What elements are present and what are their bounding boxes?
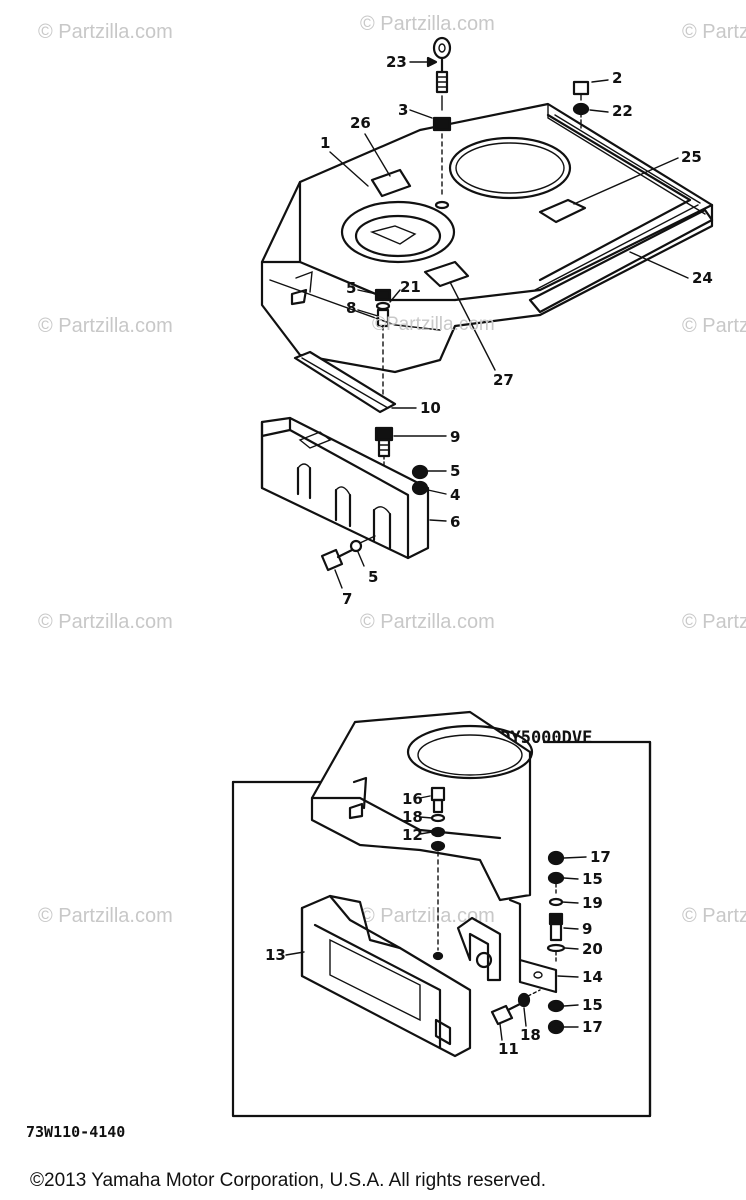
callout-4: 4 (450, 486, 460, 504)
bolt-7 (320, 535, 376, 572)
callout-5b: 5 (450, 462, 460, 480)
fasteners-4-5 (411, 464, 429, 496)
callout-3: 3 (398, 101, 408, 119)
callout-15b: 15 (582, 996, 603, 1014)
callout-27: 27 (493, 371, 514, 389)
callout-17b: 17 (582, 1018, 603, 1036)
dipstick-assembly (432, 36, 452, 199)
callout-6: 6 (450, 513, 460, 531)
callout-8: 8 (346, 299, 356, 317)
callout-15a: 15 (582, 870, 603, 888)
watermark: © Partzilla.com (682, 21, 746, 43)
watermark: © Partzilla.com (682, 611, 746, 633)
cover-fasteners (374, 288, 392, 411)
callout-2: 2 (612, 69, 622, 87)
callout-13: 13 (265, 946, 286, 964)
watermark: © Partzilla.com (360, 13, 495, 35)
callout-18a: 18 (402, 808, 423, 826)
copyright-notice: ©2013 Yamaha Motor Corporation, U.S.A. A… (30, 1170, 546, 1191)
callout-25: 25 (681, 148, 702, 166)
callout-26: 26 (350, 114, 371, 132)
bolt-22-assembly (572, 80, 590, 129)
watermark: © Partzilla.com (682, 905, 746, 927)
watermark: © Partzilla.com (682, 315, 746, 337)
callout-9: 9 (450, 428, 460, 446)
callout-19: 19 (582, 894, 603, 912)
watermark: © Partzilla.com (38, 315, 173, 337)
callout-20: 20 (582, 940, 603, 958)
watermark: © Partzilla.com (360, 611, 495, 633)
gasket (293, 350, 397, 414)
callout-21: 21 (400, 278, 421, 296)
watermark: © Partzilla.com (38, 905, 173, 927)
inset-edy5000dve: EDY5000DVE (231, 710, 652, 1118)
callout-5c: 5 (368, 568, 378, 586)
callout-22: 22 (612, 102, 633, 120)
callout-10: 10 (420, 399, 441, 417)
callout-24: 24 (692, 269, 713, 287)
diagram-code: 73W110-4140 (26, 1123, 125, 1141)
watermark-inline: ©Partzilla.com (372, 314, 495, 335)
callout-14: 14 (582, 968, 603, 986)
watermark: © Partzilla.com (360, 905, 495, 927)
watermark: © Partzilla.com (38, 611, 173, 633)
shroud-6 (260, 416, 430, 560)
callout-7: 7 (342, 590, 352, 608)
callout-18b: 18 (520, 1026, 541, 1044)
callout-5a: 5 (346, 279, 356, 297)
top-callouts: 23 3 2 22 26 1 25 24 5 8 21 27 10 9 5 4 … (320, 53, 713, 608)
callout-17a: 17 (590, 848, 611, 866)
callout-16: 16 (402, 790, 423, 808)
top-cover (260, 102, 714, 374)
callout-23: 23 (386, 53, 407, 71)
callout-12: 12 (402, 826, 423, 844)
callout-9-inset: 9 (582, 920, 592, 938)
watermarks: © Partzilla.com © Partzilla.com © Partzi… (38, 13, 746, 927)
callout-1: 1 (320, 134, 330, 152)
watermark: © Partzilla.com (38, 21, 173, 43)
callout-11: 11 (498, 1040, 519, 1058)
